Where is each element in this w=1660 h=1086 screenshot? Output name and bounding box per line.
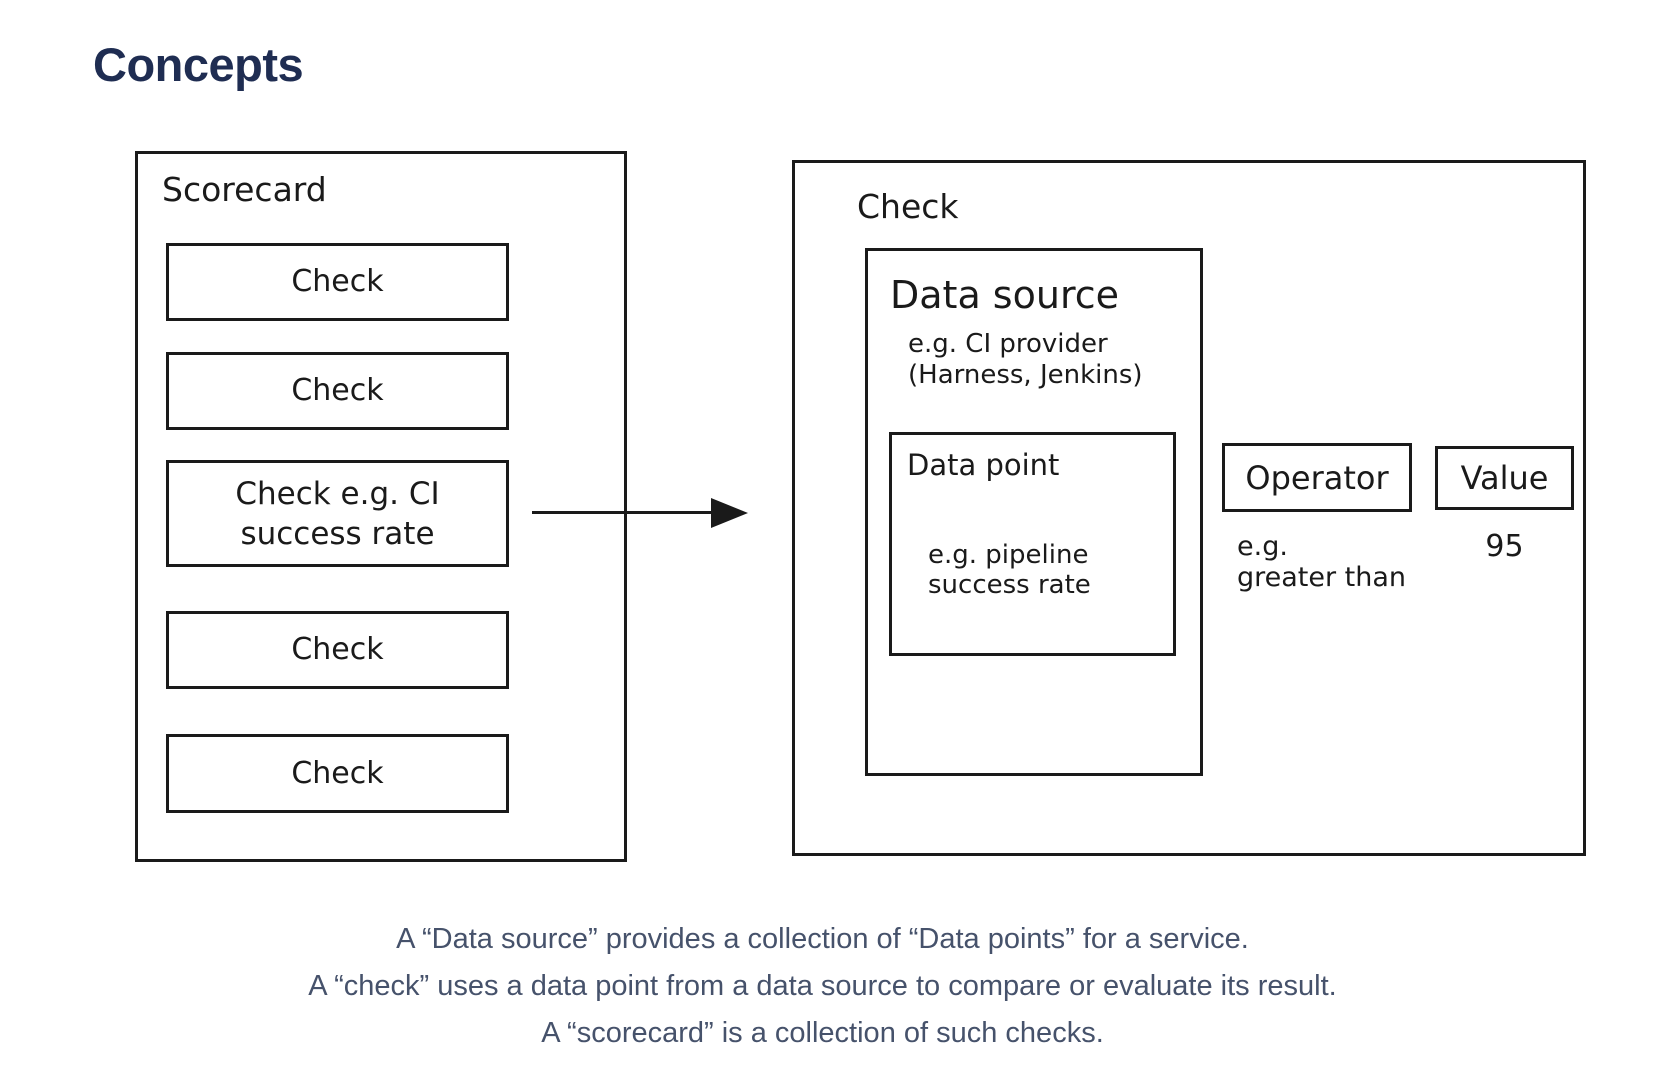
data-point-example-text: e.g. pipeline success rate [928,540,1091,600]
page-title: Concepts [93,38,304,92]
operator-box: Operator [1222,443,1412,512]
scorecard-check-item: Check [166,352,509,430]
scorecard-box: Scorecard Check Check Check e.g. CI succ… [135,151,627,862]
scorecard-check-item: Check [166,243,509,321]
concept-description: A “Data source” provides a collection of… [0,916,1645,1057]
check-detail-label: Check [857,187,959,226]
description-line-scorecard: A “scorecard” is a collection of such ch… [541,1017,1104,1049]
value-example-text: 95 [1485,529,1524,564]
arrow-right-icon [711,498,748,528]
data-point-label: Data point [907,448,1060,482]
arrow-line [532,511,714,514]
data-source-label: Data source [890,273,1120,317]
scorecard-check-item: Check [166,611,509,689]
check-detail-box: Check Data source e.g. CI provider (Harn… [792,160,1586,856]
value-box: Value [1435,446,1574,510]
description-line-data-source: A “Data source” provides a collection of… [396,923,1249,955]
description-line-check: A “check” uses a data point from a data … [308,970,1337,1002]
scorecard-check-item: Check [166,734,509,813]
data-point-box: Data point e.g. pipeline success rate [889,432,1176,656]
scorecard-label: Scorecard [162,170,327,209]
scorecard-check-item-ci-success-rate: Check e.g. CI success rate [166,460,509,567]
operator-example-text: e.g. greater than [1237,531,1407,593]
data-source-example-text: e.g. CI provider (Harness, Jenkins) [908,329,1143,390]
data-source-box: Data source e.g. CI provider (Harness, J… [865,248,1203,776]
